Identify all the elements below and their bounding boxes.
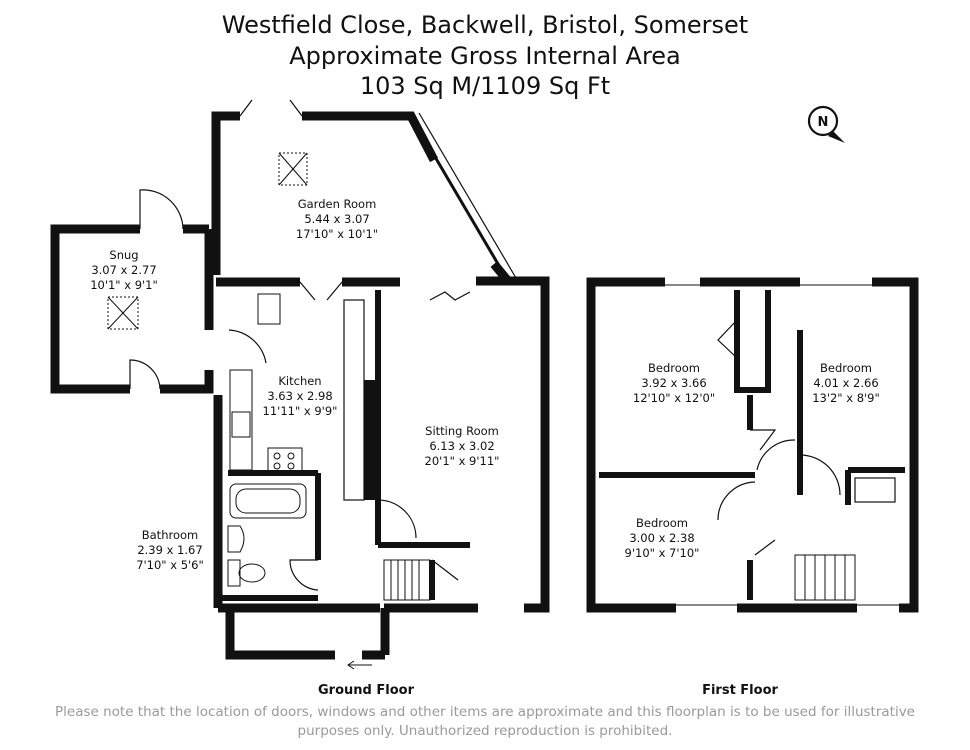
room-bedroom-1: Bedroom 3.92 x 3.66 12'10" x 12'0" bbox=[633, 361, 715, 405]
room-imperial: 11'11" x 9'9" bbox=[263, 404, 338, 418]
area-title: Approximate Gross Internal Area bbox=[289, 42, 681, 70]
first-floor-plan bbox=[586, 277, 919, 613]
room-name: Bathroom bbox=[142, 528, 198, 542]
ground-floor-label: Ground Floor bbox=[318, 683, 414, 698]
room-metric: 3.00 x 2.38 bbox=[629, 531, 694, 545]
room-imperial: 17'10" x 10'1" bbox=[296, 227, 378, 241]
room-metric: 5.44 x 3.07 bbox=[304, 212, 369, 226]
room-metric: 3.92 x 3.66 bbox=[641, 376, 706, 390]
room-imperial: 7'10" x 5'6" bbox=[136, 558, 204, 572]
disclaimer-line-2: purposes only. Unauthorized reproduction… bbox=[297, 723, 673, 739]
room-garden-room: Garden Room 5.44 x 3.07 17'10" x 10'1" bbox=[296, 197, 378, 241]
room-bedroom-2: Bedroom 4.01 x 2.66 13'2" x 8'9" bbox=[812, 361, 880, 405]
ground-floor-plan bbox=[50, 99, 550, 670]
room-imperial: 13'2" x 8'9" bbox=[812, 391, 880, 405]
room-name: Garden Room bbox=[298, 197, 377, 211]
room-name: Bedroom bbox=[648, 361, 700, 375]
first-floor-label: First Floor bbox=[702, 683, 778, 698]
compass-letter: N bbox=[818, 115, 829, 130]
room-imperial: 20'1" x 9'11" bbox=[425, 454, 500, 468]
room-metric: 6.13 x 3.02 bbox=[429, 439, 494, 453]
room-bedroom-3: Bedroom 3.00 x 2.38 9'10" x 7'10" bbox=[625, 516, 700, 560]
room-name: Kitchen bbox=[278, 374, 321, 388]
room-metric: 3.07 x 2.77 bbox=[91, 263, 156, 277]
area-value: 103 Sq M/1109 Sq Ft bbox=[359, 72, 611, 100]
room-imperial: 12'10" x 12'0" bbox=[633, 391, 715, 405]
disclaimer-line-1: Please note that the location of doors, … bbox=[55, 704, 915, 720]
north-arrow-icon: N bbox=[807, 105, 845, 143]
address-title: Westfield Close, Backwell, Bristol, Some… bbox=[221, 11, 749, 39]
room-metric: 2.39 x 1.67 bbox=[137, 543, 202, 557]
room-name: Snug bbox=[109, 248, 138, 262]
room-metric: 3.63 x 2.98 bbox=[267, 389, 332, 403]
room-snug: Snug 3.07 x 2.77 10'1" x 9'1" bbox=[90, 248, 158, 292]
room-imperial: 9'10" x 7'10" bbox=[625, 546, 700, 560]
room-name: Bedroom bbox=[820, 361, 872, 375]
room-imperial: 10'1" x 9'1" bbox=[90, 278, 158, 292]
room-name: Sitting Room bbox=[425, 424, 499, 438]
room-bathroom: Bathroom 2.39 x 1.67 7'10" x 5'6" bbox=[136, 528, 204, 572]
room-kitchen: Kitchen 3.63 x 2.98 11'11" x 9'9" bbox=[263, 374, 338, 418]
room-metric: 4.01 x 2.66 bbox=[813, 376, 878, 390]
room-name: Bedroom bbox=[636, 516, 688, 530]
room-sitting-room: Sitting Room 6.13 x 3.02 20'1" x 9'11" bbox=[425, 424, 500, 468]
